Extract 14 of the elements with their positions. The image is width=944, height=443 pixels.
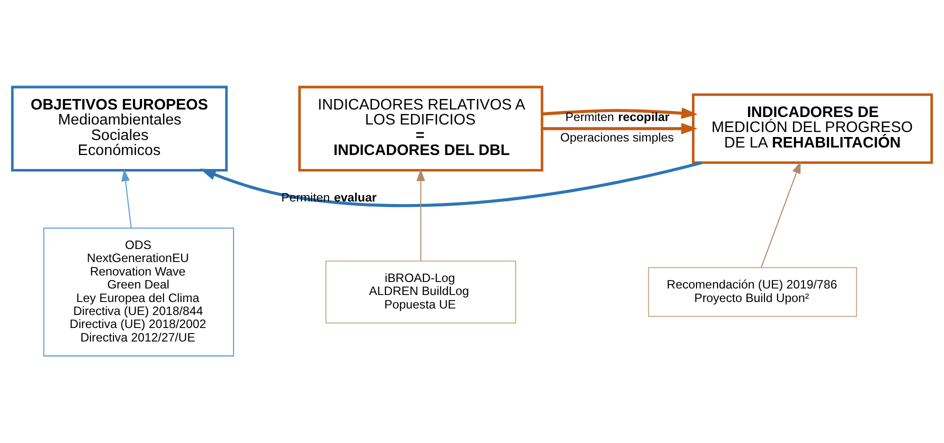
arrow bbox=[121, 168, 132, 228]
node-box: ODS NextGenerationEU Renovation Wave Green Deal Ley Europea del Clima Directiva (UE) 2018/844 Directiva (UE) 2018/2002 Directiva 2012/27/UE bbox=[43, 228, 234, 356]
node-box: INDICADORES DE MEDICIÓN DEL PROGRESO DE LA REHABILITACIÓN bbox=[692, 93, 933, 164]
node-box: INDICADORES RELATIVOS A LOS EDIFICIOS = INDICADORES DEL DBL bbox=[298, 86, 544, 172]
arrow bbox=[760, 161, 801, 268]
node-box: OBJETIVOS EUROPEOS Medioambientales Sociales Económicos bbox=[11, 86, 228, 172]
arrow bbox=[200, 161, 702, 208]
edge-label: Operaciones simples bbox=[560, 130, 674, 144]
node-box: Recomendación (UE) 2019/786 Proyecto Build Upon² bbox=[648, 267, 858, 317]
node-box: iBROAD-Log ALDREN BuildLog Popuesta UE bbox=[325, 260, 516, 324]
arrow bbox=[416, 168, 426, 262]
arrow bbox=[542, 107, 698, 119]
arrow bbox=[542, 122, 698, 134]
edge-label: Permiten recopilar bbox=[565, 110, 670, 124]
